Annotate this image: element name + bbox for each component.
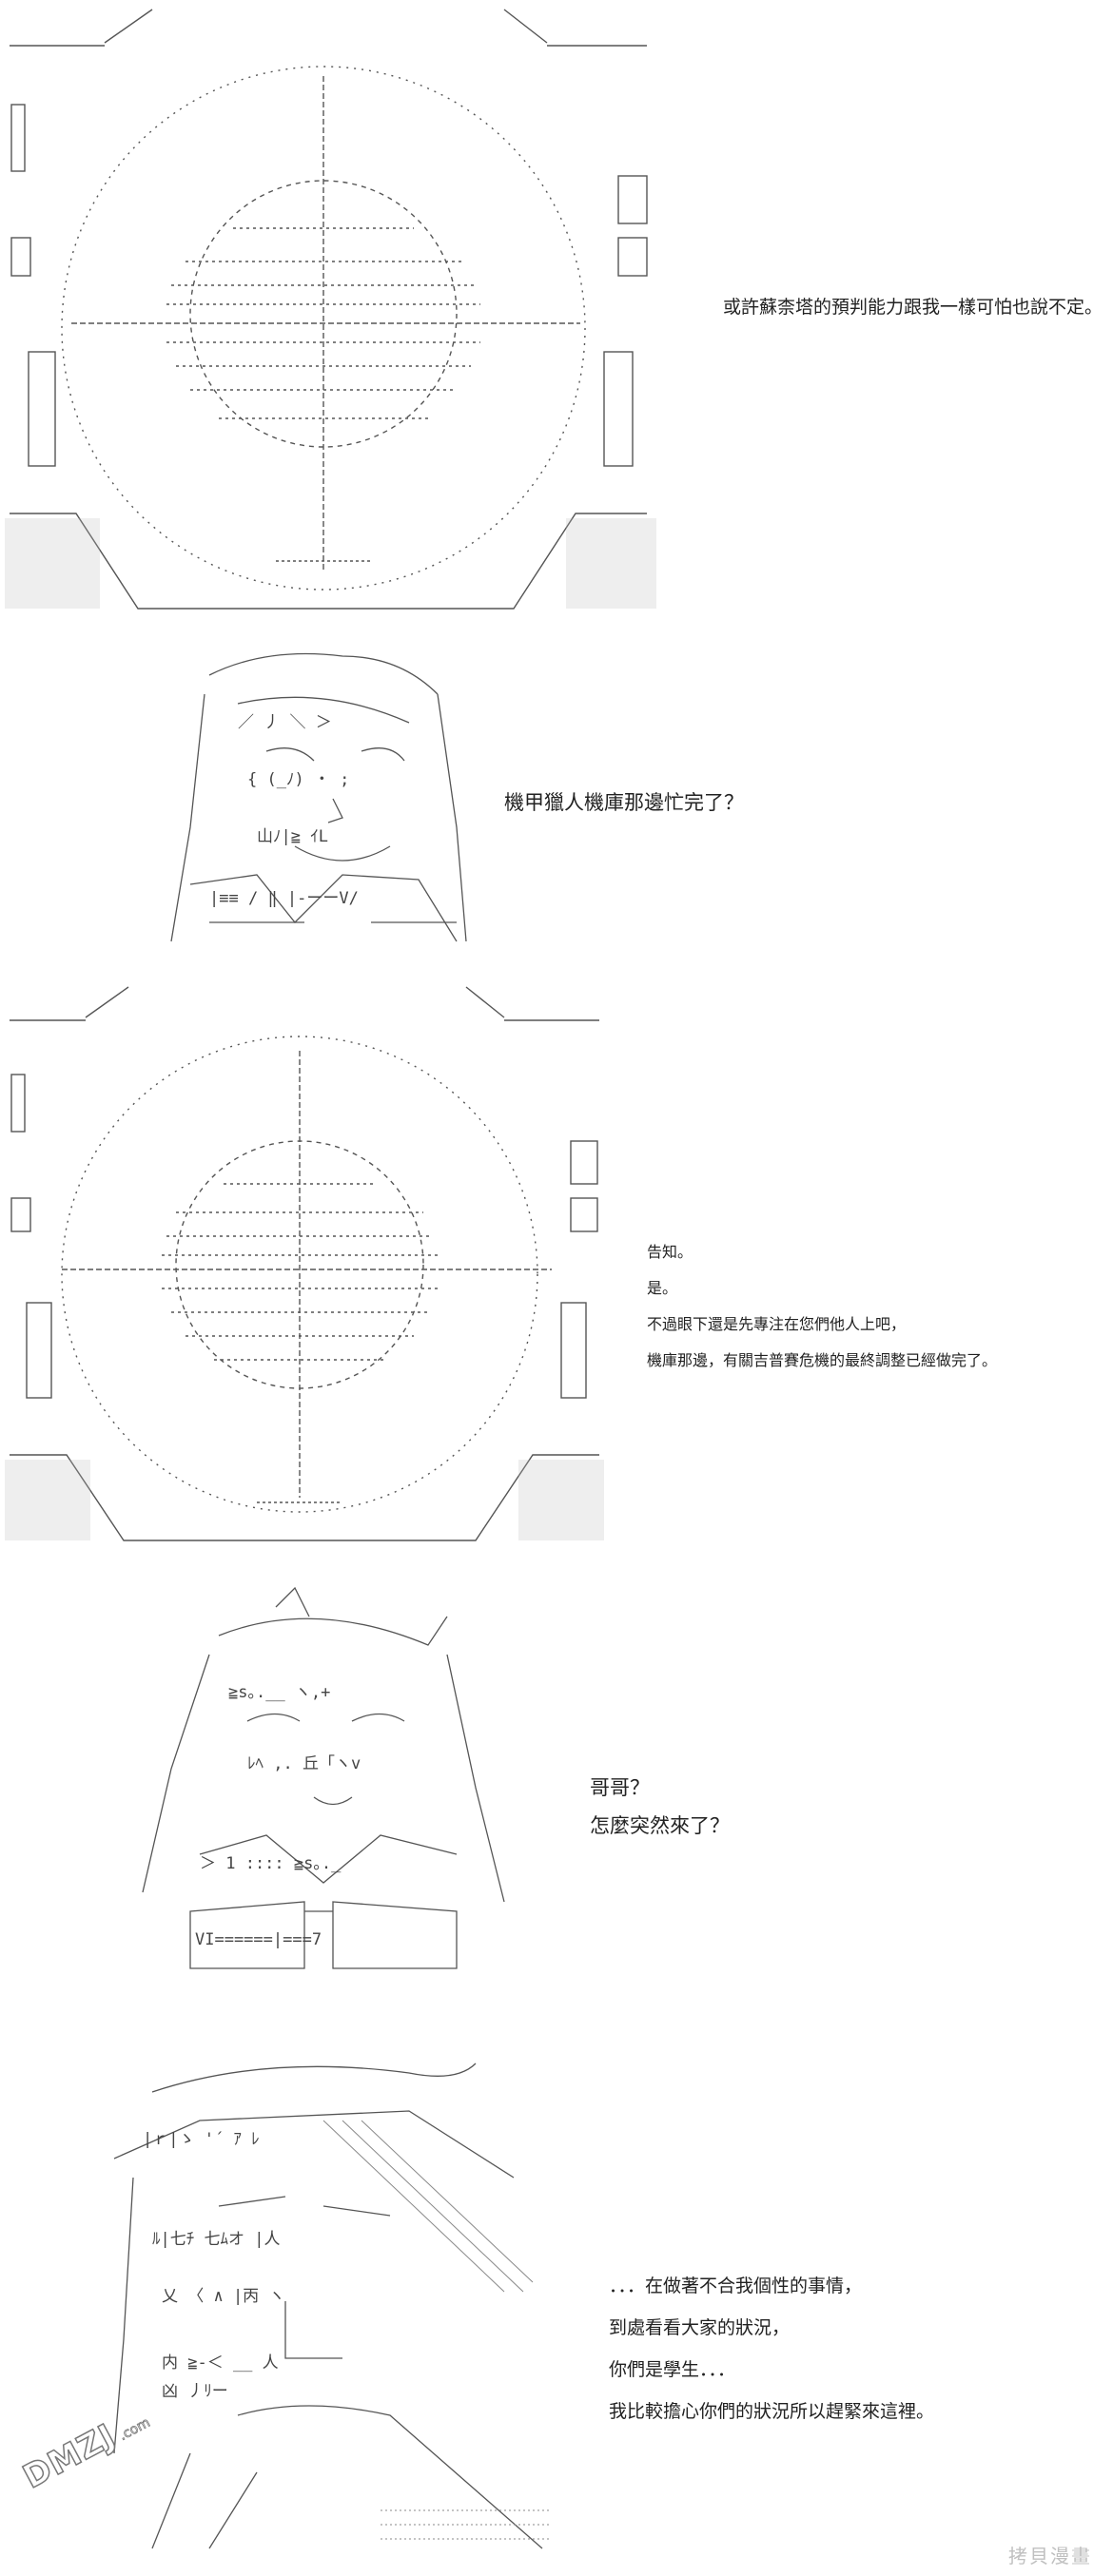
svg-text:／ 丿 ＼ ＞: ／ 丿 ＼ ＞: [238, 713, 332, 732]
panel-3-caption: 告知。 是。 不過眼下還是先專注在您們他人上吧， 機庫那邊，有關吉普賽危機的最終…: [647, 1234, 997, 1379]
caption-line: ．．．在做著不合我個性的事情，: [609, 2276, 863, 2296]
panel-4-caption: 哥哥？ 怎麼突然來了？: [590, 1769, 730, 1845]
caption-line: 或許蘇柰塔的預判能力跟我一樣可怕也說不定。: [723, 297, 1103, 318]
caption-line: 不過眼下還是先專注在您們他人上吧，: [647, 1315, 907, 1333]
panel-4: ≧s｡.__ ヽ,+ ﾚﾍ ,. 丘「ヽv ＞ 1 :::: ≧s｡._ VI=…: [0, 1559, 1113, 2016]
caption-line: 我比較擔心你們的狀況所以趕緊來這裡。: [609, 2401, 935, 2422]
svg-text:乂 〈 ∧ |丙 ヽ: 乂 〈 ∧ |丙 ヽ: [162, 2287, 284, 2306]
panel-1: 或許蘇柰塔的預判能力跟我一樣可怕也說不定。: [0, 0, 1113, 618]
scope-crosshair-art-3: [0, 979, 609, 1550]
character-ascii-art-5: |ｒ|ゝ '´ ｱ ﾚ ﾙ|七ﾁ 七ﾑオ |人 乂 〈 ∧ |丙 ヽ 内 ≧-＜…: [95, 2054, 571, 2558]
corner-watermark: 拷貝漫畫: [1008, 2545, 1092, 2567]
caption-line: 機甲獵人機庫那邊忙完了？: [504, 791, 744, 814]
caption-line: 是。: [647, 1279, 678, 1297]
svg-text:|ｒ|ゝ '´ ｱ ﾚ: |ｒ|ゝ '´ ｱ ﾚ: [143, 2130, 260, 2149]
caption-line: 你們是學生．．．: [609, 2359, 736, 2380]
caption-line: 機庫那邊，有關吉普賽危機的最終調整已經做完了。: [647, 1351, 998, 1369]
panel-5: |ｒ|ゝ '´ ｱ ﾚ ﾙ|七ﾁ 七ﾑオ |人 乂 〈 ∧ |丙 ヽ 内 ≧-＜…: [0, 2044, 1113, 2576]
panel-2: ／ 丿 ＼ ＞ { (_ﾉ) ・ ; 山ﾉ|≧ ｲL |≡≡ / ‖ |-ーーV…: [0, 618, 1113, 970]
svg-text:＞ 1 :::: ≧s｡._: ＞ 1 :::: ≧s｡._: [200, 1854, 342, 1873]
svg-text:≧s｡.__ ヽ,+: ≧s｡.__ ヽ,+: [228, 1683, 330, 1702]
svg-text:山ﾉ|≧ ｲL: 山ﾉ|≧ ｲL: [257, 827, 328, 846]
svg-text:{ (_ﾉ) ・ ;: { (_ﾉ) ・ ;: [247, 770, 349, 789]
svg-text:内 ≧-＜ __ 人: 内 ≧-＜ __ 人: [162, 2353, 279, 2373]
panel-5-caption: ．．．在做著不合我個性的事情， 到處看看大家的狀況， 你們是學生．．． 我比較擔…: [609, 2265, 934, 2432]
svg-text:ﾚﾍ ,. 丘「ヽv: ﾚﾍ ,. 丘「ヽv: [247, 1754, 361, 1773]
svg-text:|≡≡ / ‖ |-ーーV/: |≡≡ / ‖ |-ーーV/: [209, 889, 359, 908]
panel-1-caption: 或許蘇柰塔的預判能力跟我一樣可怕也說不定。: [723, 293, 1103, 319]
scope-crosshair-art-1: [0, 0, 666, 618]
svg-text:VI======|===7: VI======|===7: [195, 1930, 322, 1949]
caption-line: 怎麼突然來了？: [590, 1814, 730, 1837]
panel-3: 告知。 是。 不過眼下還是先專注在您們他人上吧， 機庫那邊，有關吉普賽危機的最終…: [0, 979, 1113, 1550]
character-ascii-art-4: ≧s｡.__ ヽ,+ ﾚﾍ ,. 丘「ヽv ＞ 1 :::: ≧s｡._ VI=…: [105, 1579, 561, 2006]
svg-text:ﾙ|七ﾁ 七ﾑオ |人: ﾙ|七ﾁ 七ﾑオ |人: [152, 2230, 280, 2249]
character-ascii-art-2: ／ 丿 ＼ ＞ { (_ﾉ) ・ ; 山ﾉ|≧ ｲL |≡≡ / ‖ |-ーーV…: [152, 637, 495, 960]
panel-2-caption: 機甲獵人機庫那邊忙完了？: [504, 787, 744, 816]
svg-text:凶 丿ﾘー: 凶 丿ﾘー: [162, 2382, 228, 2401]
caption-line: 哥哥？: [590, 1776, 650, 1799]
caption-line: 到處看看大家的狀況，: [609, 2317, 791, 2338]
caption-line: 告知。: [647, 1243, 693, 1261]
